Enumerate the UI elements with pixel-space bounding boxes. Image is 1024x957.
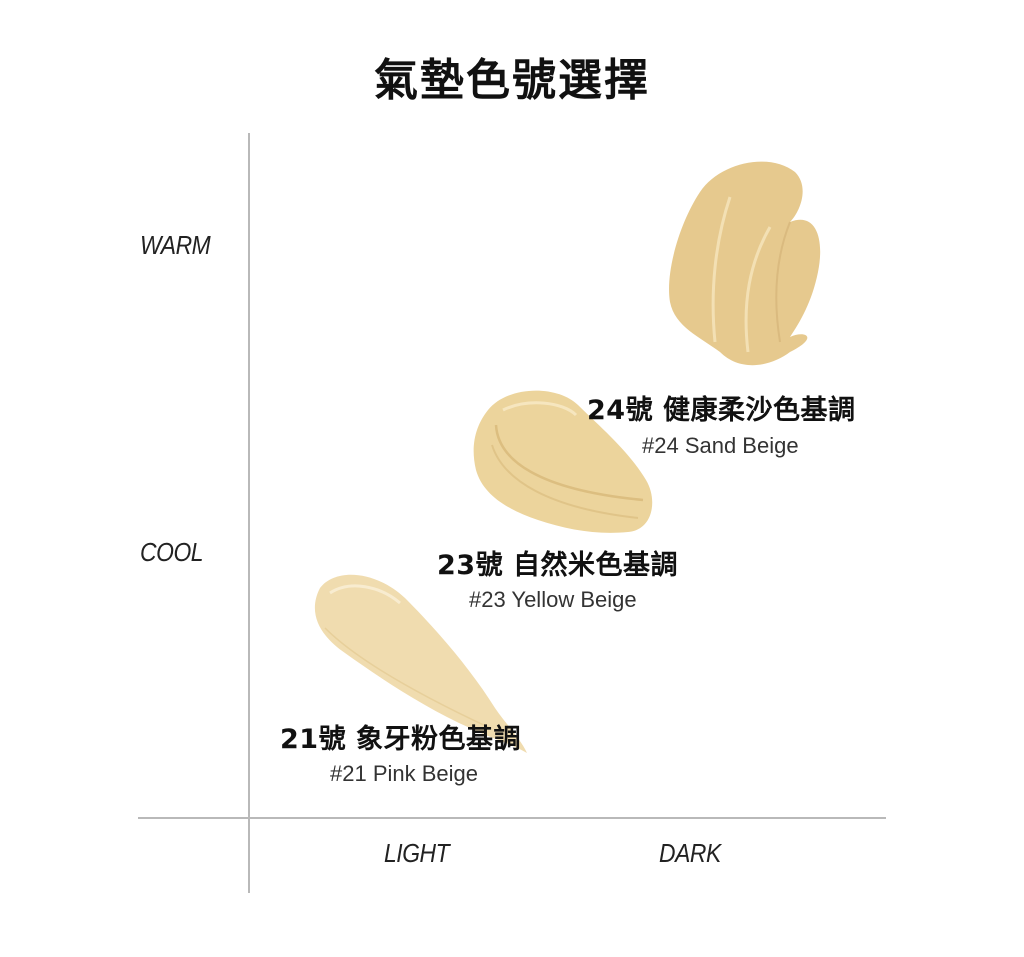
shade-24-english-label: #24 Sand Beige (642, 433, 799, 458)
swatch-21-pink-beige-icon (314, 574, 527, 753)
y-label-cool: COOL (140, 537, 204, 567)
swatch-23-yellow-beige-icon (473, 390, 653, 533)
vertical-axis (248, 133, 250, 893)
horizontal-axis (138, 817, 886, 819)
page-title: 氣墊色號選擇 (374, 55, 650, 106)
shade-21-chinese-label: 21號 象牙粉色基調 (280, 724, 521, 755)
y-label-warm: WARM (140, 230, 211, 260)
shade-21-english-label: #21 Pink Beige (330, 761, 478, 786)
shade-23-english-label: #23 Yellow Beige (469, 587, 637, 612)
x-label-dark: DARK (659, 838, 721, 868)
swatch-24-sand-beige-icon (669, 161, 821, 366)
shade-23-chinese-label: 23號 自然米色基調 (437, 550, 678, 581)
shade-24-chinese-label: 24號 健康柔沙色基調 (587, 395, 856, 426)
x-label-light: LIGHT (384, 838, 450, 868)
